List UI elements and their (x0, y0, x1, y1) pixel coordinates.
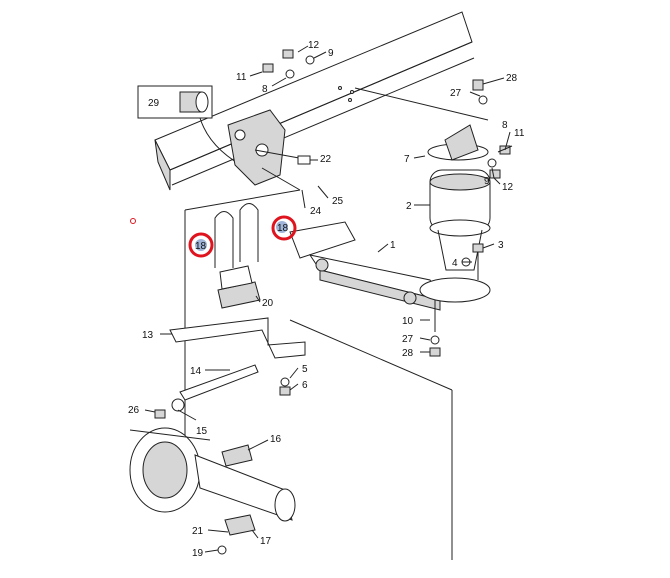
label-7: 7 (404, 154, 410, 165)
label-20: 20 (262, 298, 274, 309)
label-12-right: 12 (502, 182, 514, 193)
label-21: 21 (192, 526, 204, 537)
label-27-top: 27 (450, 88, 462, 99)
reference-dots (130, 86, 354, 224)
label-14: 14 (190, 366, 202, 377)
label-19: 19 (192, 548, 204, 559)
label-17: 17 (260, 536, 272, 547)
axle-housing (129, 427, 296, 522)
label-6: 6 (302, 380, 308, 391)
label-16: 16 (270, 434, 282, 445)
label-11-right: 11 (514, 128, 525, 139)
inset-part-29 (137, 85, 251, 171)
label-12-top: 12 (308, 40, 320, 51)
label-8-top: 8 (262, 84, 268, 95)
label-27-bottom: 27 (402, 334, 414, 345)
label-18-left: 18 (195, 241, 207, 252)
callout-18-right (271, 215, 297, 241)
label-9-right: 9 (484, 176, 490, 187)
part-labels: 12 9 11 8 29 22 25 24 28 27 8 11 7 9 12 … (128, 40, 525, 559)
label-15: 15 (196, 426, 208, 437)
leader-lines (144, 45, 513, 553)
label-13: 13 (142, 330, 154, 341)
label-25: 25 (332, 196, 344, 207)
label-5: 5 (302, 364, 308, 375)
label-4: 4 (452, 258, 458, 269)
label-10: 10 (402, 316, 414, 327)
label-22: 22 (320, 154, 332, 165)
axle-pads (217, 377, 291, 555)
leaf-spring (154, 364, 259, 419)
callout-18-left (188, 232, 214, 258)
label-9-top: 9 (328, 48, 334, 59)
suspension-beam (289, 221, 491, 311)
label-2: 2 (406, 201, 412, 212)
label-24: 24 (310, 206, 322, 217)
label-1: 1 (390, 240, 396, 251)
label-8-right: 8 (502, 120, 508, 131)
frame-bracket (227, 109, 311, 191)
trailing-arm (169, 317, 306, 359)
label-28-bottom: 28 (402, 348, 414, 359)
air-spring (427, 124, 491, 271)
spacer-block (217, 265, 261, 309)
label-26: 26 (128, 405, 140, 416)
top-bolts (262, 49, 511, 179)
label-29: 29 (148, 98, 160, 109)
label-18-right: 18 (277, 223, 289, 234)
u-bolts (214, 203, 259, 268)
label-28-top: 28 (506, 73, 518, 84)
label-3: 3 (498, 240, 504, 251)
label-11-top: 11 (236, 72, 247, 83)
